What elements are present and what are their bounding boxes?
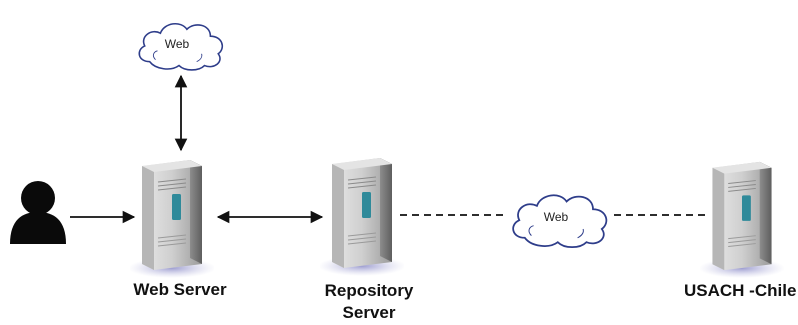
middle-web-cloud-label: Web [544,210,569,224]
middle-web-cloud: Web [512,194,608,249]
user-icon [10,181,66,244]
repository-server-icon [320,157,404,277]
usach-chile-label: USACH -Chile [684,281,796,300]
web-server-icon [130,159,214,279]
usach-chile-server-icon [700,161,784,279]
web-server-label: Web Server [133,280,227,299]
top-web-cloud-label: Web [165,37,190,51]
repository-server-label-line1: Repository [325,281,414,300]
top-web-cloud: Web [138,22,224,71]
repository-server-label-line2: Server [343,303,396,322]
